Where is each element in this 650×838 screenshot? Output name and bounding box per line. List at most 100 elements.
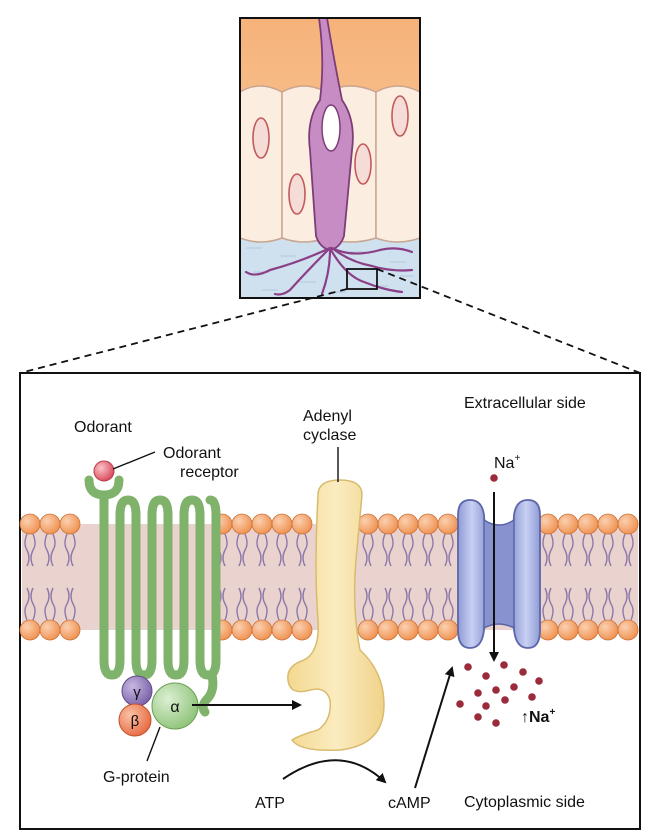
phospholipid-head [231,619,253,641]
extracellular-label: Extracellular side [464,395,586,412]
phospholipid-tail [236,587,242,621]
phospholipid-tail [64,587,70,621]
phospholipid-head [19,619,41,641]
leader-lines [112,447,339,762]
phospholipid-tail [50,533,56,567]
phospholipid-tail [568,533,574,567]
epithelium-inset [240,18,420,298]
phospholipid-tail [582,533,588,567]
phospholipid-head [437,619,459,641]
phospholipid-tail [622,587,628,621]
phospholipid-tail [422,533,428,567]
phospholipid-tail [388,533,394,567]
sodium-ion-dot [474,689,482,697]
beta-label: β [131,713,140,730]
phospholipid-tail [302,587,308,621]
phospholipid-head [597,513,619,535]
phospholipid-tail [588,533,594,567]
phospholipid-tail [262,587,268,621]
phospholipid-tail [302,533,308,567]
phospholipid-tail [402,587,408,621]
phospholipid-head [577,513,599,535]
phospholipid-tail [582,587,588,621]
phospholipid-tail [30,587,36,621]
phospholipid-tail [442,533,448,567]
phospholipid-tail [428,533,434,567]
phospholipid-tail [548,587,554,621]
phospholipid-head [291,619,313,641]
na-ion-label: Na+ [494,453,520,472]
phospholipid-tail [382,587,388,621]
phospholipid-tail [448,533,454,567]
phospholipid-tail [542,587,548,621]
sodium-ion-dot [528,693,536,701]
phospholipid-tail [402,533,408,567]
phospholipid-tail [562,587,568,621]
zoom-lines [19,268,641,374]
phospholipid-tail [296,587,302,621]
phospholipid-tail [24,587,30,621]
phospholipid-tail [362,533,368,567]
phospholipid-tail [276,587,282,621]
alpha-label: α [170,699,179,716]
sodium-ion-dot [456,700,464,708]
phospholipid-head [291,513,313,535]
odorant-molecule [93,460,115,482]
phospholipid-head [19,513,41,535]
phospholipid-head [377,619,399,641]
phospholipid-tail [628,587,634,621]
signal-arrows [192,492,499,789]
adenyl-cyclase-label-2: cyclase [303,427,356,444]
phospholipid-tail [408,533,414,567]
phospholipid-tail [562,533,568,567]
sodium-ion-dot [492,686,500,694]
phospholipid-tail [50,587,56,621]
phospholipid-tail [236,533,242,567]
phospholipid-tail [282,533,288,567]
phospholipid-head [417,619,439,641]
phospholipid-tail [408,587,414,621]
phospholipid-tail [602,533,608,567]
odorant-receptor-label-1: Odorant [163,445,221,462]
phospholipid-tail [368,533,374,567]
phospholipid-head [39,619,61,641]
phospholipid-tail [256,587,262,621]
sodium-ion-dot [482,702,490,710]
phospholipid-head [417,513,439,535]
atp-to-camp-arrow [282,759,387,784]
odorant-receptor-label-2: receptor [180,464,239,481]
phospholipid-tail [44,533,50,567]
phospholipid-head [437,513,459,535]
phospholipid-tail [282,587,288,621]
g-protein-label: G-protein [103,769,170,786]
gamma-label: γ [133,684,141,701]
camp-to-channel-arrow [414,666,455,789]
phospholipid-head [39,513,61,535]
phospholipid-tail [242,587,248,621]
phospholipid-tail [588,587,594,621]
sodium-ion-dot [501,696,509,704]
phospholipid-head [357,513,379,535]
phospholipid-tail [622,533,628,567]
phospholipid-tail [242,533,248,567]
phospholipid-tail [296,533,302,567]
sodium-ion-dot [482,672,490,680]
phospholipid-tail [222,533,228,567]
sodium-ion-dot [510,683,518,691]
camp-label: cAMP [388,795,431,812]
phospholipid-head [577,619,599,641]
phospholipid-tail [70,533,76,567]
phospholipid-tail [422,587,428,621]
phospholipid-tail [30,533,36,567]
phospholipid-tail [428,587,434,621]
phospholipid-tail [382,533,388,567]
phospholipid-tail [44,587,50,621]
sodium-ion-dot [464,663,472,671]
phospholipid-head [377,513,399,535]
phospholipid-tail [628,533,634,567]
phospholipid-tail [368,587,374,621]
phospholipid-head [597,619,619,641]
phospholipid-head [617,513,639,535]
odorant-label: Odorant [74,419,132,436]
